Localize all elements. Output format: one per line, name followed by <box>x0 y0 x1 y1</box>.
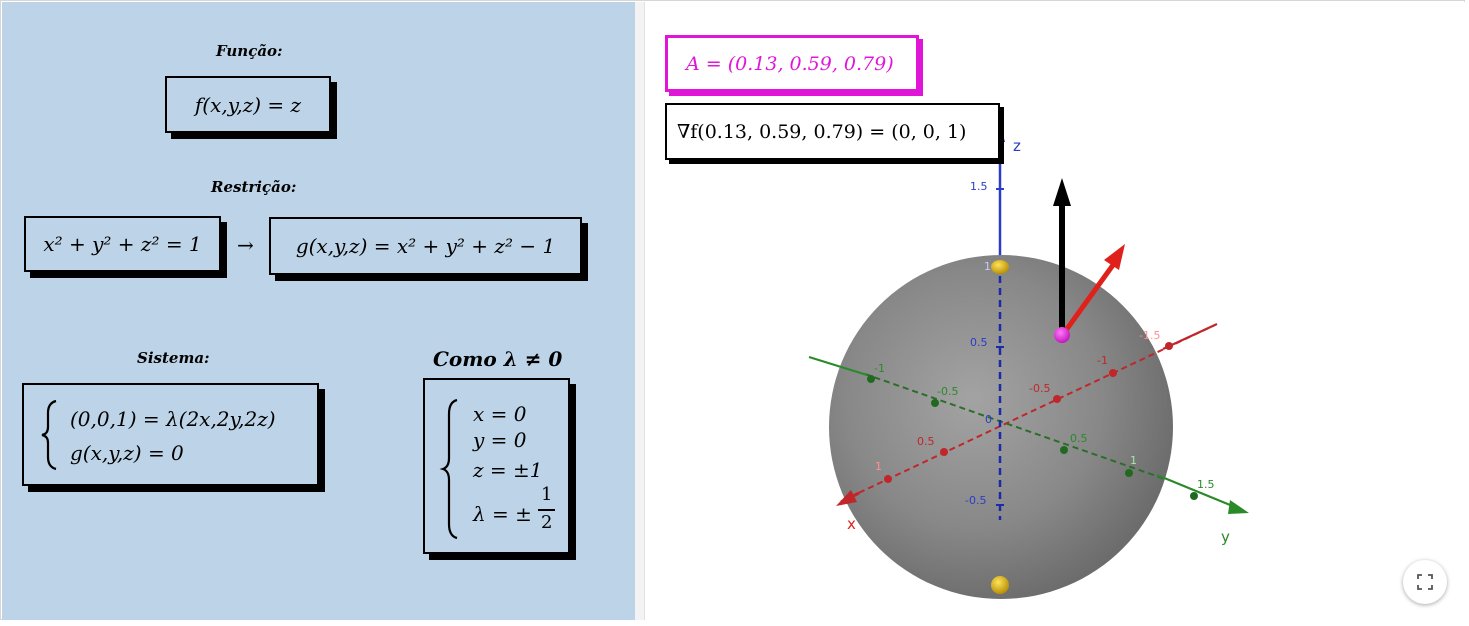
gradient-f-arrowhead-icon <box>1053 178 1071 206</box>
solucao-box: x = 0 y = 0 z = ±1 λ = ± 1 2 <box>423 378 570 554</box>
fraction-numerator: 1 <box>541 484 553 505</box>
g-function-box: g(x,y,z) = x² + y² + z² − 1 <box>269 217 582 275</box>
sistema-line-1: (0,0,1) = λ(2x,2y,2z) <box>70 407 276 431</box>
gradient-g-vector <box>1061 263 1116 335</box>
z-tick-label-1: 1 <box>984 260 991 273</box>
y-tick-label: -0.5 <box>937 385 958 398</box>
solucao-line-x: x = 0 <box>473 402 527 426</box>
y-axis-arrowhead-icon <box>1228 500 1249 514</box>
x-tick-point <box>1165 342 1173 350</box>
graphics-canvas[interactable]: 1.5 z 1 0.5 -0.5 -1 -1.5 x <box>645 2 1465 620</box>
z-tick-label-neg-0-5: -0.5 <box>965 494 986 507</box>
point-a-label-box[interactable]: A = (0.13, 0.59, 0.79) <box>665 35 919 92</box>
sistema-heading: Sistema: <box>137 349 210 367</box>
z-tick-label-0-5: 0.5 <box>970 336 988 349</box>
y-axis-inside <box>864 373 1166 480</box>
y-tick-label: -1 <box>874 362 885 375</box>
solucao-line-y: y = 0 <box>473 428 527 452</box>
fullscreen-button[interactable] <box>1403 560 1447 604</box>
y-tick-point <box>1190 492 1198 500</box>
solucao-heading: Como λ ≠ 0 <box>433 347 563 371</box>
funcao-formula-box: f(x,y,z) = z <box>165 76 331 133</box>
solucao-line-lambda: λ = ± <box>473 502 532 526</box>
left-brace-icon <box>41 399 57 471</box>
south-pole-point[interactable] <box>991 576 1009 594</box>
x-tick-label: -0.5 <box>1029 382 1050 395</box>
restricao-heading: Restrição: <box>211 178 297 196</box>
y-axis-outside-neg <box>808 356 868 376</box>
gradient-g-arrowhead-icon <box>1104 244 1125 270</box>
point-a-label: A = (0.13, 0.59, 0.79) <box>686 52 894 75</box>
x-tick-label: 1 <box>875 460 882 473</box>
gradient-label-box[interactable]: ∇f(0.13, 0.59, 0.79) = (0, 0, 1) <box>665 103 1000 160</box>
g-function-formula: g(x,y,z) = x² + y² + z² − 1 <box>295 234 556 258</box>
x-tick-label: -1 <box>1097 354 1108 367</box>
solucao-line-z: z = ±1 <box>473 458 543 482</box>
y-tick-point <box>867 375 875 383</box>
y-tick-point <box>931 399 939 407</box>
z-tick-label-1-5: 1.5 <box>970 180 988 193</box>
constraint-formula: x² + y² + z² = 1 <box>43 232 202 256</box>
y-tick-label: 1 <box>1130 454 1137 467</box>
funcao-formula: f(x,y,z) = z <box>194 92 302 117</box>
left-brace-icon <box>439 398 458 540</box>
y-axis-outside-pos <box>1156 473 1236 509</box>
sistema-box: (0,0,1) = λ(2x,2y,2z) g(x,y,z) = 0 <box>22 383 319 486</box>
x-tick-point <box>884 475 892 483</box>
origin-label: 0 <box>985 413 992 426</box>
gradient-label: ∇f(0.13, 0.59, 0.79) = (0, 0, 1) <box>677 120 967 143</box>
y-axis-label: y <box>1221 528 1230 546</box>
arrow-right-icon: → <box>237 233 254 257</box>
x-axis-arrowhead-icon <box>836 490 857 506</box>
z-axis-label: z <box>1013 137 1021 155</box>
sistema-line-2: g(x,y,z) = 0 <box>70 441 184 465</box>
x-tick-point <box>1053 395 1061 403</box>
x-axis-label: x <box>847 515 856 533</box>
x-tick-point <box>1109 369 1117 377</box>
y-tick-label: 0.5 <box>1070 432 1088 445</box>
left-panel: Função: f(x,y,z) = z Restrição: x² + y² … <box>2 2 635 620</box>
x-tick-point <box>940 448 948 456</box>
x-axis-inside <box>849 324 1216 498</box>
y-tick-point <box>1125 469 1133 477</box>
graphics-3d-view[interactable]: 1.5 z 1 0.5 -0.5 -1 -1.5 x <box>645 2 1465 620</box>
north-pole-point[interactable] <box>991 260 1009 274</box>
constraint-box: x² + y² + z² = 1 <box>24 216 221 272</box>
panel-divider[interactable] <box>635 2 645 620</box>
fullscreen-icon <box>1417 574 1433 590</box>
funcao-heading: Função: <box>216 42 283 60</box>
y-tick-label: 1.5 <box>1197 478 1215 491</box>
x-tick-label: 0.5 <box>917 435 935 448</box>
point-a[interactable] <box>1054 327 1070 343</box>
x-tick-label: -1.5 <box>1139 329 1160 342</box>
fraction-bar <box>538 509 555 511</box>
fraction-denominator: 2 <box>541 512 553 533</box>
y-tick-point <box>1060 446 1068 454</box>
